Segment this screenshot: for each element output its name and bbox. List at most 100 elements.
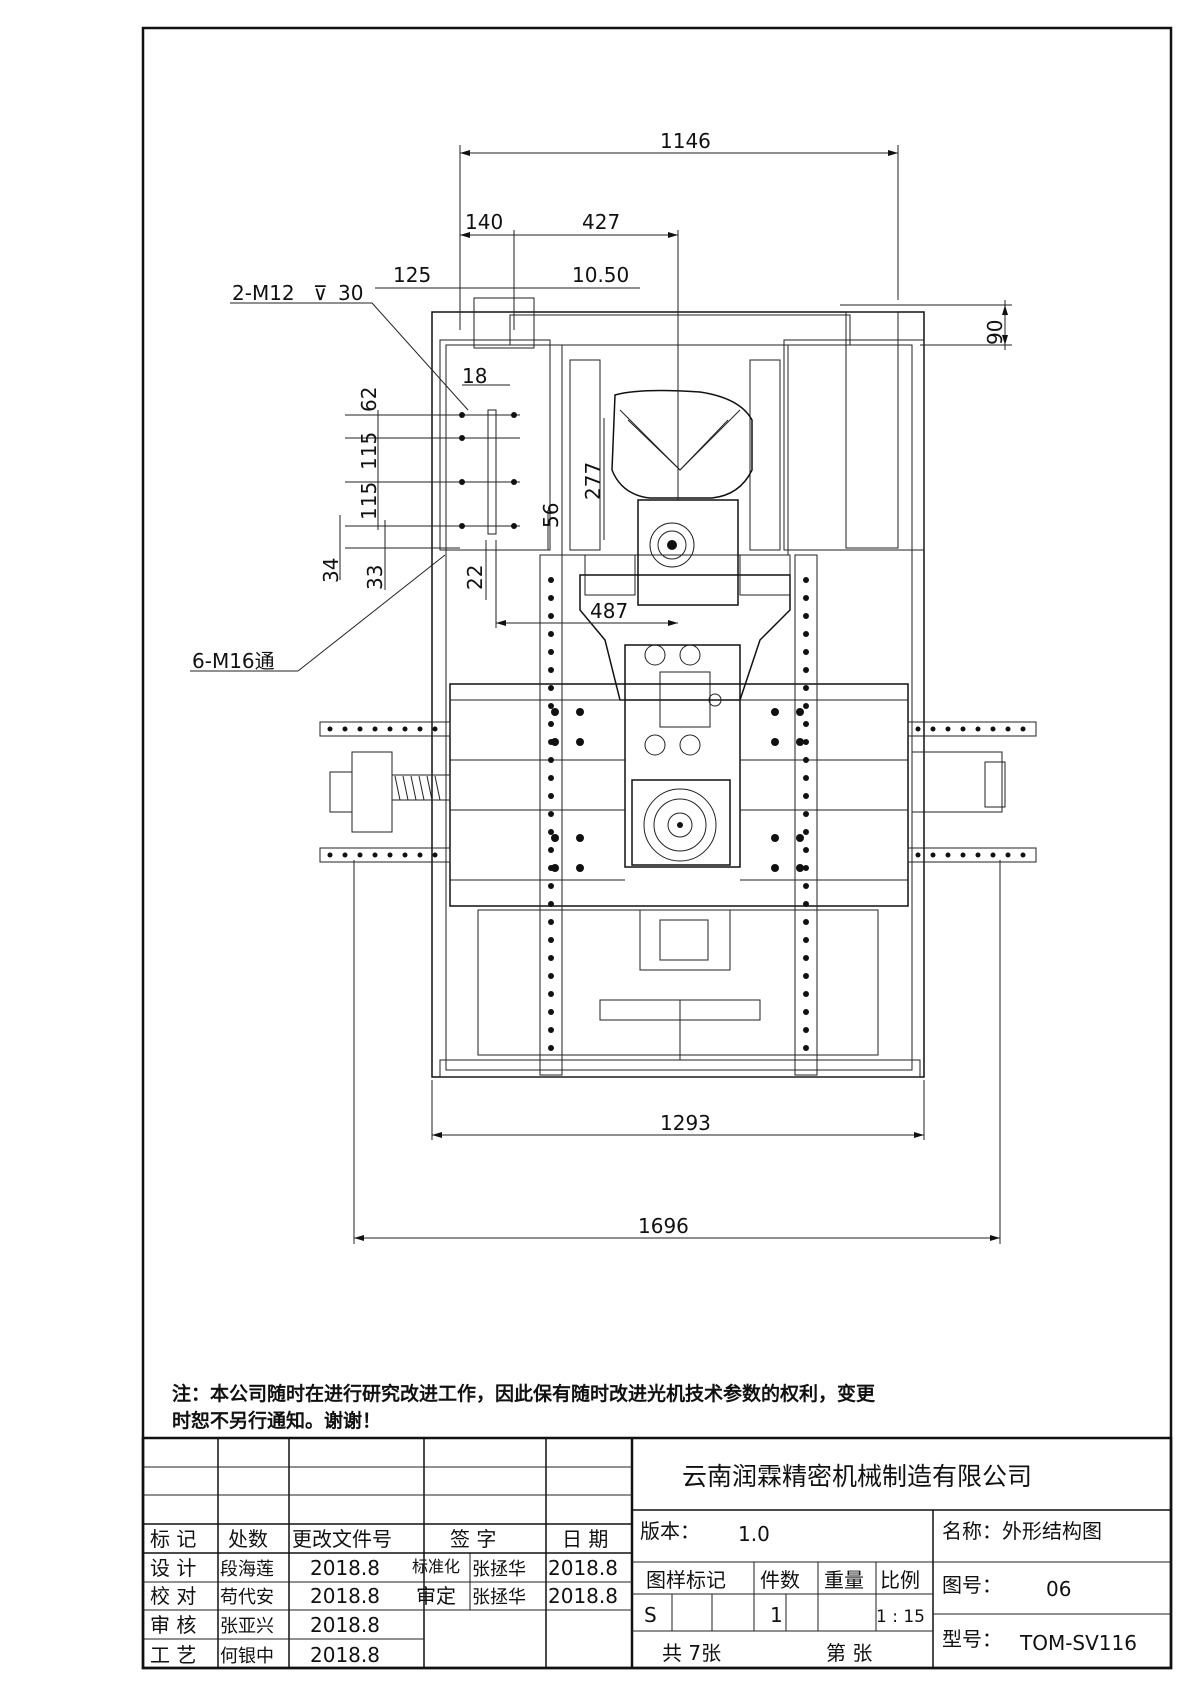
bolt-hole [576, 834, 584, 842]
hole-pattern [327, 412, 1026, 1051]
bolt-hole [803, 991, 809, 997]
bolt-hole [945, 726, 951, 732]
bolt-hole [548, 595, 554, 601]
col-weight: 重量 [824, 1568, 864, 1592]
bolt-hole [548, 991, 554, 997]
bolt-hole [459, 435, 465, 441]
bolt-hole [548, 703, 554, 709]
header-signature: 签 字 [450, 1527, 496, 1551]
bolt-hole [803, 829, 809, 835]
bolt-hole [548, 847, 554, 853]
bolt-hole [548, 901, 554, 907]
bolt-hole [342, 852, 348, 858]
bolt-hole [796, 864, 804, 872]
sheet-number: 第 张 [826, 1641, 872, 1665]
col-quantity: 件数 [760, 1568, 800, 1592]
bolt-hole [548, 1045, 554, 1051]
drawing-name: 名称：外形结构图 [942, 1519, 1102, 1543]
col-scale: 比例 [880, 1568, 920, 1592]
bolt-hole [945, 852, 951, 858]
bolt-hole [548, 1027, 554, 1033]
drawing-number-label: 图号： [942, 1573, 1002, 1597]
bolt-hole [548, 757, 554, 763]
bolt-hole [548, 883, 554, 889]
bolt-hole [803, 1009, 809, 1015]
bolt-hole [771, 738, 779, 746]
bolt-hole [803, 631, 809, 637]
bolt-hole [803, 901, 809, 907]
bolt-hole [511, 412, 517, 418]
bolt-hole [548, 649, 554, 655]
model-label: 型号： [942, 1627, 1002, 1651]
row-1-date2: 2018.8 [548, 1556, 618, 1580]
bolt-hole [548, 775, 554, 781]
bolt-hole [803, 595, 809, 601]
row-1-name: 段海莲 [220, 1559, 274, 1580]
dimension-texts: 1146 140 427 125 10.50 90 2-M12 ⊽ 30 18 … [192, 129, 1007, 1238]
bolt-hole [551, 834, 559, 842]
dim-277: 277 [581, 462, 605, 500]
bolt-hole [548, 667, 554, 673]
bolt-hole [548, 955, 554, 961]
row-4-date: 2018.8 [310, 1643, 380, 1667]
bolt-hole [1020, 726, 1026, 732]
row-1-role2: 标准化 [412, 1557, 460, 1576]
bolt-hole [930, 852, 936, 858]
bolt-hole [548, 937, 554, 943]
dim-1696: 1696 [638, 1214, 689, 1238]
row-1-date: 2018.8 [310, 1556, 380, 1580]
bolt-hole [803, 1045, 809, 1051]
dim-34: 34 [319, 558, 343, 583]
row-2-name2: 张拯华 [472, 1587, 526, 1608]
note-line-2: 时恕不另行通知。谢谢！ [172, 1409, 381, 1432]
callout-2-m12: 2-M12 [232, 281, 295, 305]
drawing-number-value: 06 [1046, 1577, 1071, 1601]
bolt-hole [803, 739, 809, 745]
bolt-hole [548, 973, 554, 979]
row-1-name2: 张拯华 [472, 1559, 526, 1580]
bolt-hole [1005, 852, 1011, 858]
bolt-hole [803, 937, 809, 943]
bolt-hole [551, 738, 559, 746]
bolt-hole [960, 852, 966, 858]
bolt-hole [432, 726, 438, 732]
version-value: 1.0 [738, 1522, 770, 1546]
bolt-hole [327, 852, 333, 858]
bolt-hole [771, 708, 779, 716]
title-block-texts: 云南润霖精密机械制造有限公司 标 记 处数 更改文件号 签 字 日 期 设 计 … [150, 1462, 1137, 1667]
row-4-role: 工 艺 [150, 1643, 196, 1667]
bolt-hole [803, 649, 809, 655]
bolt-hole [551, 708, 559, 716]
bolt-hole [576, 738, 584, 746]
dim-487: 487 [590, 599, 628, 623]
bolt-hole [803, 919, 809, 925]
quantity-value: 1 [770, 1603, 783, 1627]
bolt-hole [915, 852, 921, 858]
bolt-hole [803, 1027, 809, 1033]
company-name: 云南润霖精密机械制造有限公司 [682, 1462, 1032, 1491]
bolt-hole [417, 852, 423, 858]
bolt-hole [548, 1009, 554, 1015]
dim-10-50: 10.50 [572, 263, 629, 287]
bolt-hole [803, 703, 809, 709]
bolt-hole [327, 726, 333, 732]
bolt-hole [372, 726, 378, 732]
bolt-hole [771, 864, 779, 872]
bolt-hole [803, 577, 809, 583]
bolt-hole [803, 775, 809, 781]
dim-33: 33 [363, 565, 387, 590]
bolt-hole [357, 726, 363, 732]
bolt-hole [548, 613, 554, 619]
dim-62: 62 [357, 387, 381, 412]
bolt-hole [960, 726, 966, 732]
bolt-hole [402, 852, 408, 858]
dim-140: 140 [465, 210, 503, 234]
version-label: 版本： [640, 1519, 700, 1543]
bolt-hole [1005, 726, 1011, 732]
bolt-hole [402, 726, 408, 732]
bolt-hole [803, 613, 809, 619]
bolt-hole [548, 685, 554, 691]
bolt-hole [459, 479, 465, 485]
total-sheets: 共 7张 [662, 1641, 721, 1665]
dim-18: 18 [462, 364, 487, 388]
